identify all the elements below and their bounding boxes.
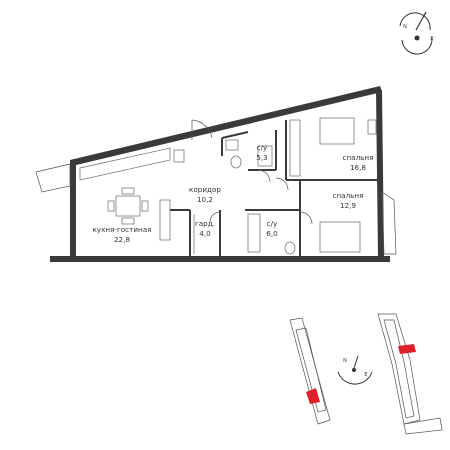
shower: [257, 145, 273, 167]
bed: [319, 221, 361, 253]
wall-bath1-top: [221, 131, 249, 139]
bedroom1-door: [275, 177, 289, 191]
building-right-inner: [383, 319, 415, 419]
balcony-left: [35, 163, 71, 193]
chair: [107, 200, 115, 212]
kitchen-column: [173, 149, 185, 163]
kitchen-counter: [79, 147, 171, 181]
toilet: [284, 241, 296, 255]
chair: [121, 187, 135, 195]
wardrobe-door: [209, 211, 221, 223]
mini-compass-arc: [337, 371, 373, 385]
room-name: кухня-гостиная: [93, 225, 152, 234]
building-left-inner: [295, 327, 327, 413]
chair: [121, 217, 135, 225]
compass-arc-bottom: [401, 37, 433, 55]
room-area: 10,2: [197, 195, 213, 204]
room-name: коридор: [189, 185, 221, 194]
bathtub: [247, 213, 261, 253]
mini-compass-needle: [353, 355, 359, 369]
building-left: [289, 317, 331, 425]
room-area: 22,8: [114, 235, 130, 244]
wall-right: [376, 90, 384, 256]
entrance-door: [191, 119, 213, 139]
floor-plan: кухня-гостиная 22,8 коридор 10,2 гард. 4…: [35, 86, 397, 262]
wall-bottom: [70, 256, 390, 262]
wardrobe-bedroom1: [289, 119, 301, 177]
wall-left: [70, 160, 76, 262]
dining-table: [115, 195, 141, 217]
room-area: 4,0: [199, 229, 211, 238]
site-plan: N E: [289, 313, 443, 435]
room-name: с/у: [257, 143, 268, 152]
room-name: спальня: [343, 153, 374, 162]
room-area: 5,3: [256, 153, 267, 162]
chair: [141, 200, 149, 212]
site-highlight-right: [398, 344, 416, 354]
wall-left-stub: [50, 256, 70, 262]
room-name: спальня: [333, 191, 364, 200]
sink: [225, 139, 239, 151]
balcony-right: [381, 191, 397, 255]
mini-compass-center: [352, 368, 356, 372]
compass-needle: [415, 11, 427, 31]
sofa: [159, 199, 171, 241]
compass-arc-top: [399, 12, 431, 31]
bed: [319, 117, 355, 145]
room-name: гард.: [195, 219, 215, 228]
compass-center: [414, 35, 420, 41]
mini-compass-letter-n: N: [343, 358, 347, 364]
mini-compass-letter-e: E: [364, 372, 367, 378]
room-area: 12,9: [340, 201, 356, 210]
bedroom2-door: [299, 211, 313, 225]
compass-letter-e: E: [430, 36, 433, 42]
site-highlight-left: [306, 388, 320, 404]
compass-top: N E: [399, 11, 434, 55]
building-right: [377, 313, 421, 425]
room-name: с/у: [267, 219, 278, 228]
room-area: 16,8: [350, 163, 366, 172]
toilet: [230, 155, 242, 169]
wall-top-diagonal: [70, 86, 382, 166]
desk: [367, 119, 377, 135]
room-area: 6,0: [266, 229, 278, 238]
building-right-wing: [403, 417, 443, 435]
compass-letter-n: N: [403, 24, 407, 30]
bath1-door: [257, 169, 271, 183]
